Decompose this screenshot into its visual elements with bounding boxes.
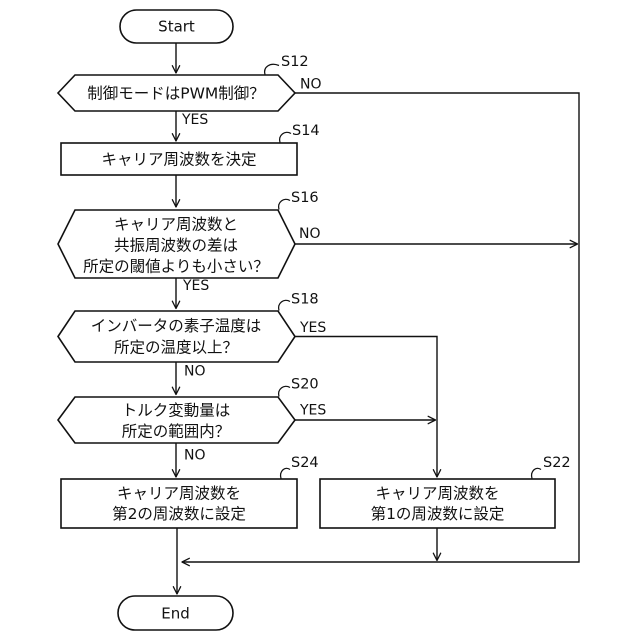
s12-no-label: NO: [300, 77, 322, 93]
s12-decision: [56, 74, 297, 112]
s24-step-label: S24: [291, 455, 319, 471]
s20-step-label: S20: [291, 377, 319, 393]
s22-process-line2: 第1の周波数に設定: [371, 505, 505, 523]
start-label: Start: [158, 18, 195, 36]
s22-process-line1: キャリア周波数を: [375, 485, 499, 503]
s22-leader-line: [530, 467, 542, 479]
s20-leader-line: [278, 385, 291, 397]
s22-process: [319, 478, 556, 529]
s14-process: [60, 142, 298, 176]
s14-step-label: S14: [292, 123, 320, 139]
s16-question-line1: キャリア周波数と: [114, 216, 238, 234]
edge-s18-yes: [295, 335, 442, 478]
s24-process-line2: 第2の周波数に設定: [112, 505, 246, 523]
end-label: End: [161, 605, 190, 623]
s16-decision: [57, 209, 296, 279]
s18-step-label: S18: [291, 292, 319, 308]
s24-process: [60, 478, 298, 529]
s20-question-line1: トルク変動量は: [122, 402, 231, 420]
s12-question-text: 制御モードはPWM制御？: [87, 85, 265, 103]
s18-leader-line: [278, 299, 291, 311]
s14-leader-line: [279, 131, 292, 143]
s12-step-label: S12: [281, 54, 309, 70]
s24-process-line1: キャリア周波数を: [117, 485, 241, 503]
edge-s12-no-bypass: [181, 92, 580, 567]
s20-yes-label: YES: [299, 403, 326, 419]
s20-decision: [57, 396, 296, 444]
s16-yes-label: YES: [182, 278, 209, 294]
s16-no-label: NO: [299, 226, 321, 242]
s24-leader-line: [279, 467, 291, 479]
s16-step-label: S16: [291, 190, 319, 206]
s12-yes-label: YES: [181, 112, 208, 128]
s16-leader-line: [278, 198, 291, 210]
s18-no-label: NO: [184, 364, 206, 380]
s12-leader-line: [264, 63, 280, 75]
s18-question-line2: 所定の温度以上？: [114, 339, 238, 357]
s14-process-text: キャリア周波数を決定: [101, 151, 256, 169]
s20-no-label: NO: [184, 448, 206, 464]
s18-yes-label: YES: [299, 320, 326, 336]
s18-decision: [57, 310, 296, 363]
s22-step-label: S22: [543, 455, 571, 471]
s18-question-line1: インバータの素子温度は: [91, 317, 262, 335]
s16-question-line2: 共振周波数の差は: [114, 237, 238, 255]
s16-question-line3: 所定の閾値よりも小さい？: [83, 258, 269, 276]
end-terminal: [117, 595, 234, 631]
start-terminal: [119, 9, 234, 44]
s20-question-line2: 所定の範囲内？: [122, 423, 231, 441]
